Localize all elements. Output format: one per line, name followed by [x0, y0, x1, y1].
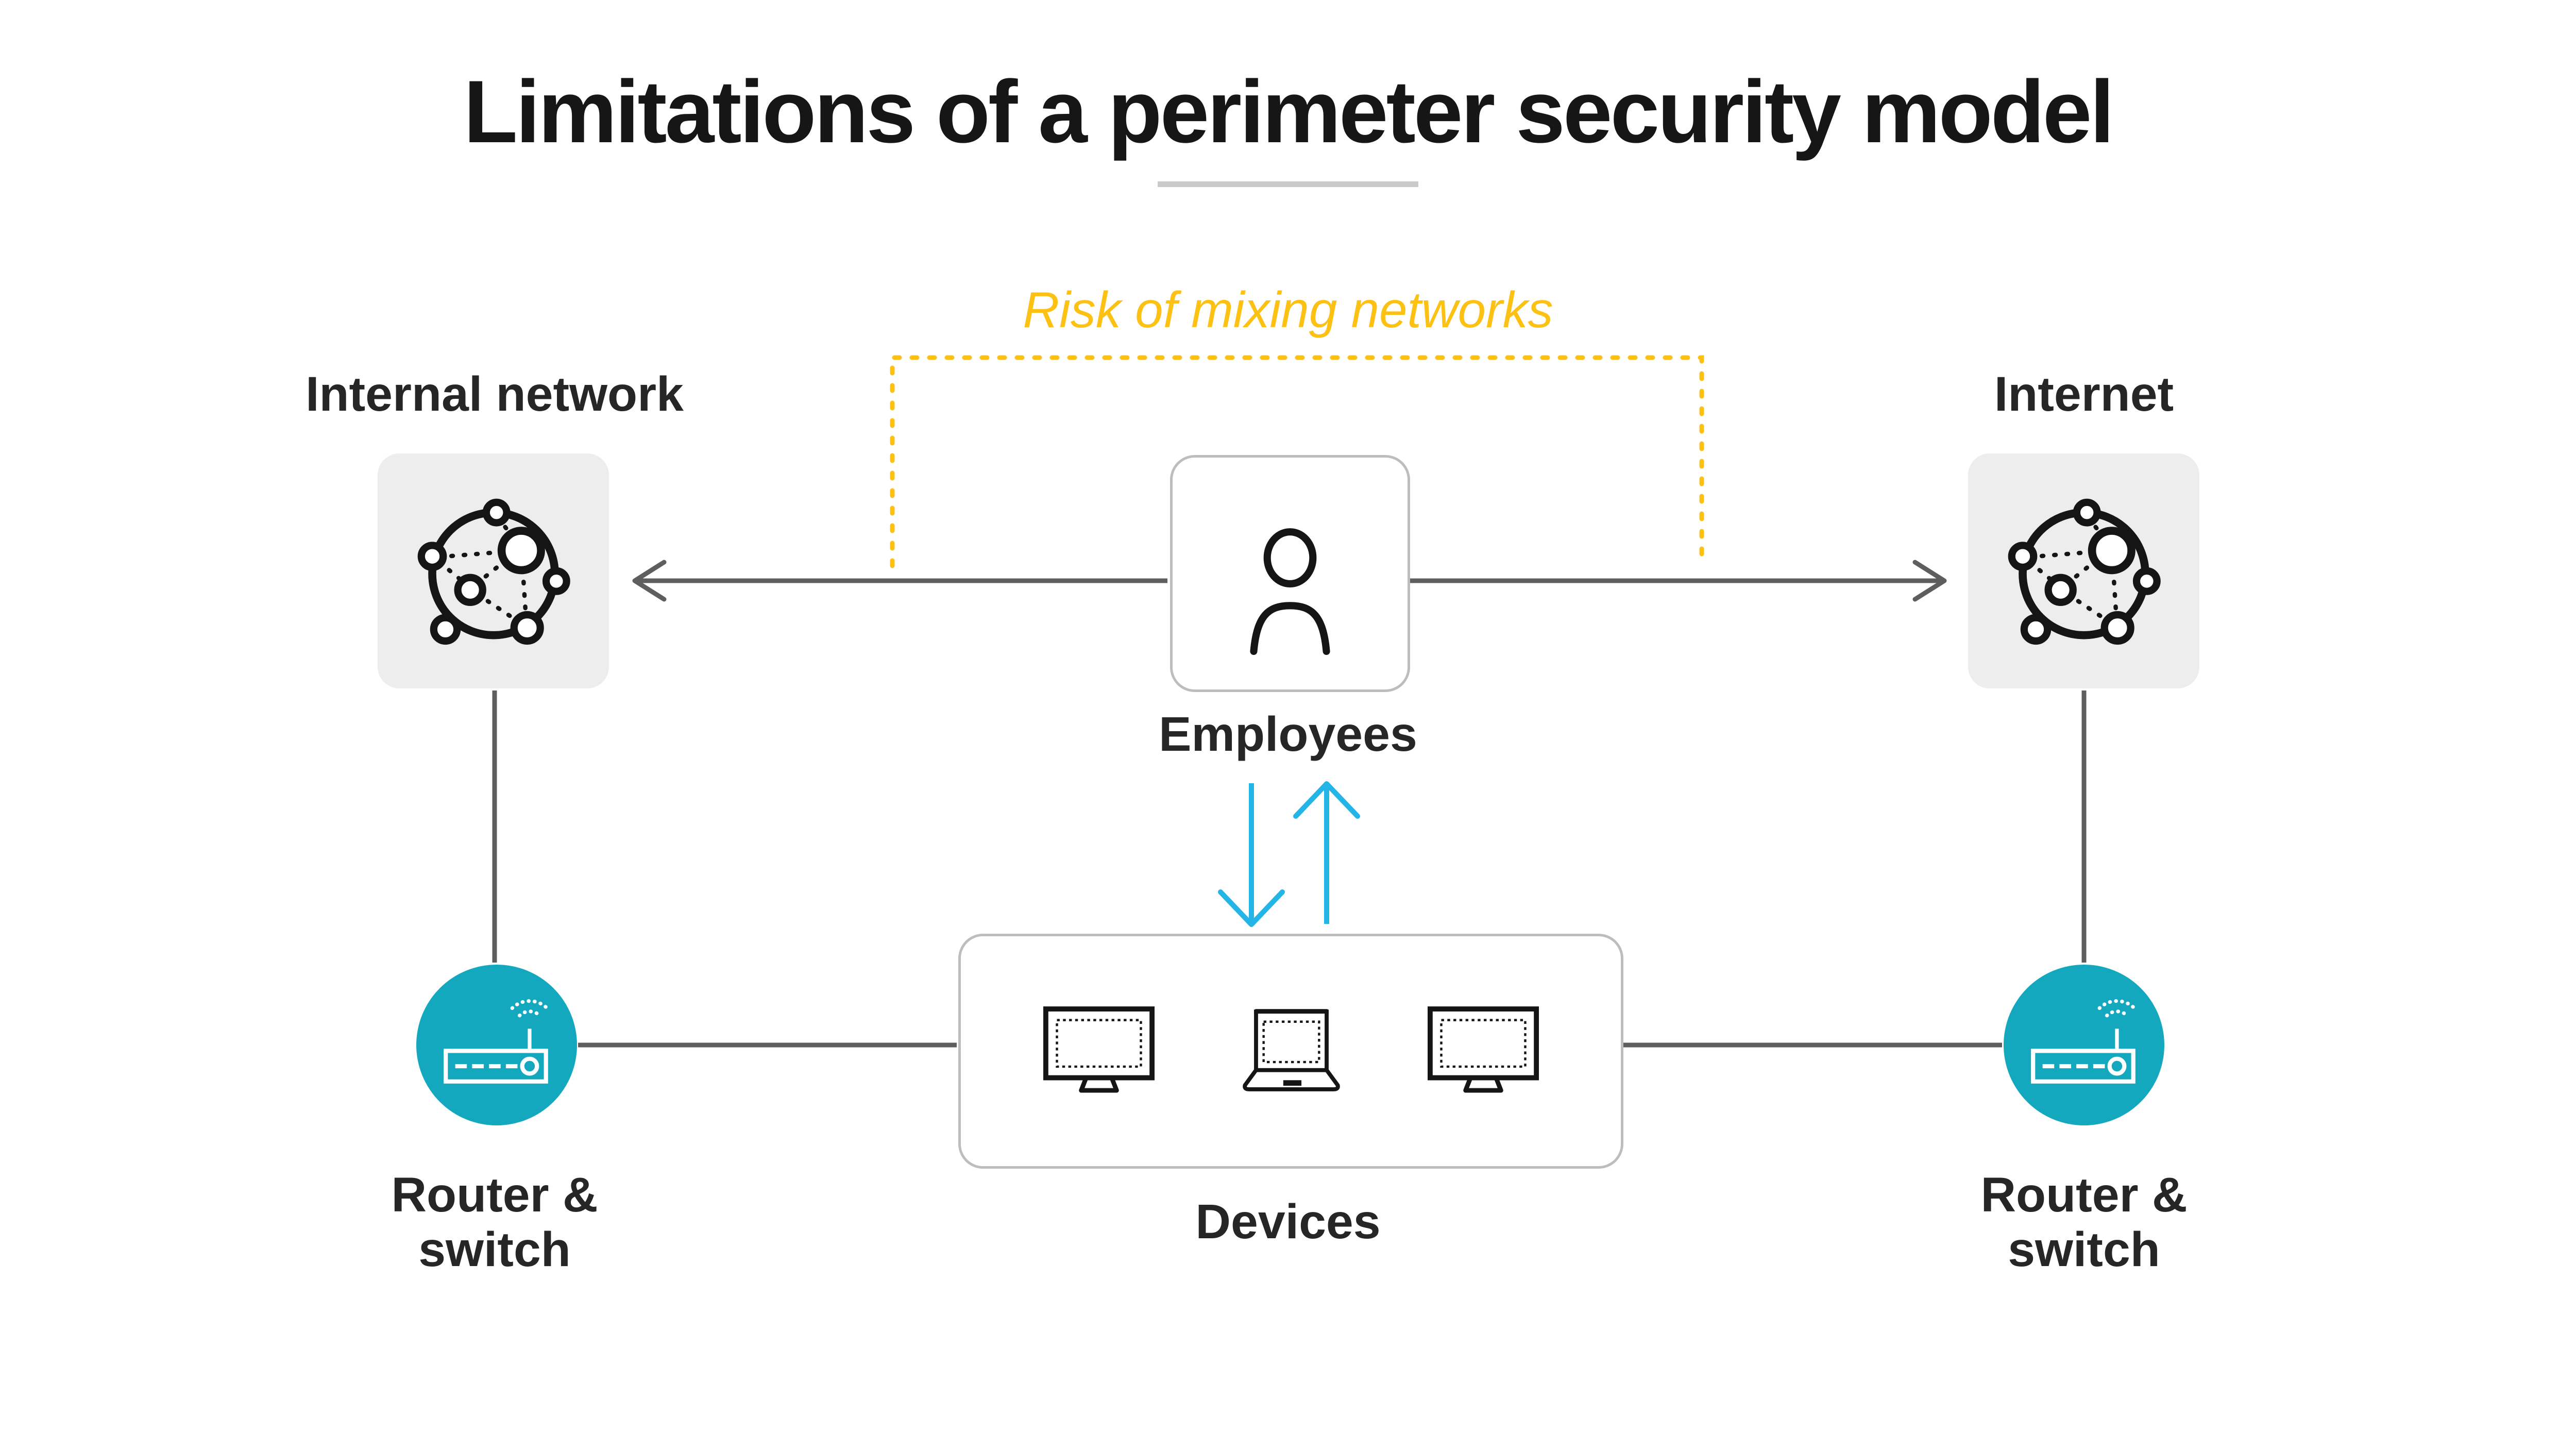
- router-switch-right-circle: [2004, 965, 2164, 1125]
- employees-label: Employees: [1159, 707, 1417, 762]
- arrowhead-right-icon: [1912, 560, 1947, 602]
- wireless-router-icon: [2030, 999, 2136, 1084]
- devices-label: Devices: [1195, 1194, 1381, 1249]
- arrowhead-left-icon: [632, 560, 667, 602]
- internet-box: [1968, 453, 2199, 688]
- wireless-router-icon: [443, 999, 549, 1084]
- cyan-down-arrowhead-icon: [1218, 889, 1285, 927]
- internal-network-box: [378, 453, 609, 688]
- risk-annotation-label: Risk of mixing networks: [1023, 281, 1553, 338]
- cyan-up-arrowhead-icon: [1293, 781, 1360, 819]
- monitor-icon: [1043, 1006, 1155, 1093]
- monitor-icon: [1427, 1006, 1539, 1093]
- devices-box: [958, 934, 1623, 1169]
- internet-label: Internet: [1994, 367, 2174, 422]
- internal-network-label: Internal network: [306, 367, 684, 422]
- title-underline-divider: [1158, 181, 1418, 187]
- page-title: Limitations of a perimeter security mode…: [463, 62, 2114, 161]
- person-icon: [1250, 528, 1330, 655]
- network-globe-icon: [2008, 498, 2161, 645]
- network-globe-icon: [417, 498, 570, 645]
- router-switch-left-label: Router & switch: [391, 1168, 598, 1277]
- router-switch-left-circle: [416, 965, 577, 1125]
- employees-box: [1170, 455, 1410, 692]
- laptop-icon: [1242, 1008, 1340, 1091]
- router-switch-right-label: Router & switch: [1980, 1168, 2188, 1277]
